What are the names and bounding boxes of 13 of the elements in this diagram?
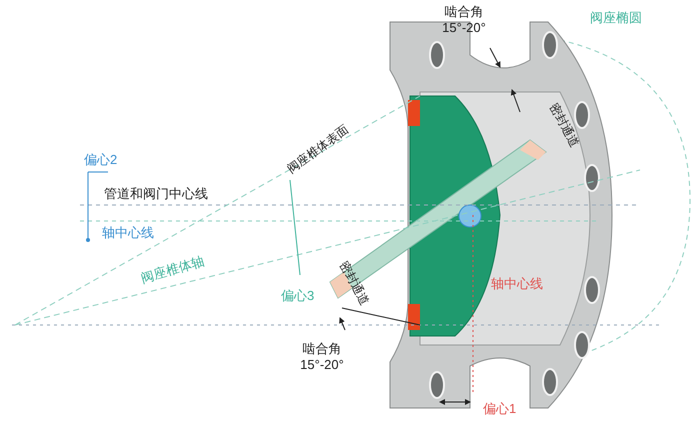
angle-label: 啮合角 15°-20°: [441, 4, 487, 36]
seal-path-label: 密封通道: [546, 100, 582, 150]
ellipse-label: 阀座椭圆: [590, 10, 642, 26]
offset-label: 偏心1: [483, 401, 516, 418]
offset-label: 偏心3: [281, 288, 314, 304]
centerline-label: 管道和阀门中心线: [104, 186, 208, 202]
surface-label: 阀座椎体表面: [284, 122, 352, 177]
angle-label: 啮合角 15°-20°: [299, 341, 345, 374]
offset-label: 偏心2: [84, 152, 118, 168]
axis-label: 轴中心线: [102, 225, 154, 242]
axis-label: 阀座椎体轴: [139, 253, 206, 287]
seal-path-label: 密封通道: [336, 258, 372, 308]
axis-label: 轴中心线: [491, 276, 543, 292]
